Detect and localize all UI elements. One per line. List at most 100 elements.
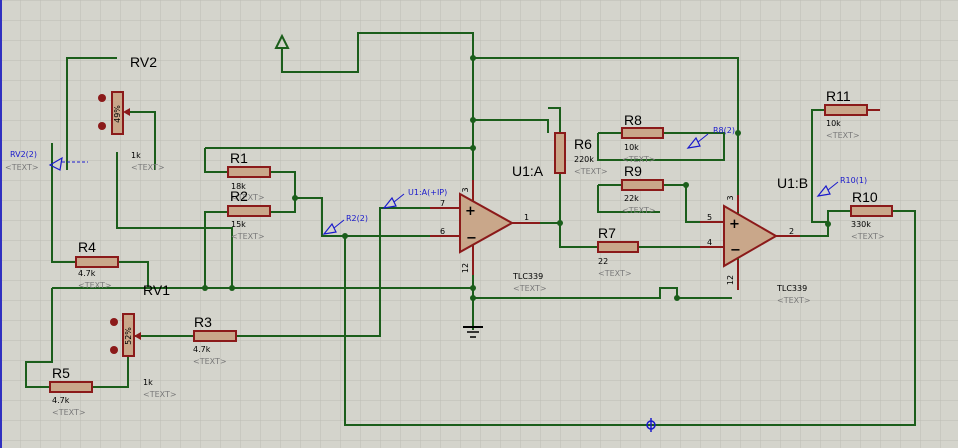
rv2-terminal (98, 94, 106, 102)
r6-value: 220k (574, 155, 594, 164)
probe-lead (697, 133, 709, 143)
rv2-terminal (98, 122, 106, 130)
r4-placeholder: <TEXT> (78, 281, 112, 290)
probe-arrow-icon (48, 156, 63, 171)
power-arrow-icon (274, 33, 290, 49)
voltage-probe-bottom[interactable] (646, 418, 656, 432)
r5-body (49, 381, 93, 393)
probe-r2[interactable]: R2(2) (322, 214, 368, 235)
opamp-u1a[interactable]: + − 7 6 1 3 12 U1:A TLC339 <TEXT> (430, 163, 547, 293)
probe-lead (333, 219, 345, 229)
r6-body (554, 132, 566, 174)
rv1-body (122, 313, 135, 357)
rv2-placeholder: <TEXT> (131, 163, 165, 172)
resistor-r8[interactable]: R8 10k <TEXT> (621, 112, 664, 164)
r1-value: 18k (231, 182, 246, 191)
resistor-r10[interactable]: R10 330k <TEXT> (850, 189, 893, 241)
r7-value: 22 (598, 257, 608, 266)
r11-body (824, 104, 868, 116)
r5-placeholder: <TEXT> (52, 408, 86, 417)
rv1-terminal (110, 346, 118, 354)
u1b-body (723, 204, 779, 268)
probe-r10-label: R10(1) (840, 176, 867, 185)
probe-r8-label: R8(2) (713, 126, 735, 135)
rv1-wiper-arrow-icon (134, 332, 141, 340)
junction-dot (735, 130, 741, 136)
wires (25, 32, 916, 426)
r10-placeholder: <TEXT> (851, 232, 885, 241)
probe-rv2-label: RV2(2) (10, 150, 37, 159)
junction-dot (674, 295, 680, 301)
resistor-r2[interactable]: R2 15k <TEXT> (227, 188, 271, 241)
r11-value: 10k (826, 119, 841, 128)
r1-body (227, 166, 271, 178)
r3-placeholder: <TEXT> (193, 357, 227, 366)
resistor-r6[interactable]: R6 220k <TEXT> (554, 132, 608, 176)
u1a-minus-sign: − (466, 231, 477, 246)
power-terminal[interactable] (274, 33, 290, 49)
probe-rv2[interactable]: RV2(2) <TEXT> (5, 150, 88, 172)
r8-placeholder: <TEXT> (622, 155, 656, 164)
resistor-r4[interactable]: R4 4.7k <TEXT> (75, 239, 119, 290)
ground-symbol[interactable] (463, 326, 483, 338)
junction-dot (470, 117, 476, 123)
potentiometer-rv2[interactable]: 49% RV2 1k <TEXT> (98, 54, 165, 172)
r9-body (621, 179, 664, 191)
u1a-pin-gnd: 12 (461, 263, 470, 273)
u1b-pin-out: 2 (789, 227, 794, 236)
rv2-wiper-percent: 49% (113, 105, 122, 123)
resistor-r5[interactable]: R5 4.7k <TEXT> (49, 365, 93, 417)
r5-value: 4.7k (52, 396, 70, 405)
u1a-pin-vcc: 3 (461, 187, 470, 192)
u1a-body (459, 192, 515, 254)
probe-r8[interactable]: R8(2) (686, 126, 735, 149)
r10-body (850, 205, 893, 217)
u1b-name: U1:B (777, 175, 808, 191)
rv1-terminal (110, 318, 118, 326)
r3-value: 4.7k (193, 345, 211, 354)
junction-dot (292, 195, 298, 201)
u1b-placeholder: <TEXT> (777, 296, 811, 305)
resistor-r7[interactable]: R7 22 <TEXT> (597, 225, 639, 278)
r8-value: 10k (624, 143, 639, 152)
r10-name: R10 (852, 189, 878, 205)
junction-dot (470, 145, 476, 151)
rv2-value: 1k (131, 151, 141, 160)
u1b-minus-sign: − (730, 243, 741, 258)
r8-body (621, 127, 664, 139)
probe-cross-icon (646, 420, 656, 430)
probe-u1a[interactable]: U1:A(+IP) (382, 188, 447, 209)
r2-body (227, 205, 271, 217)
u1b-pin-minus: 4 (707, 238, 712, 247)
potentiometer-rv1[interactable]: 52% RV1 1k <TEXT> (110, 282, 177, 399)
resistor-r1[interactable]: R1 18k <TEXT> (227, 150, 271, 202)
r6-placeholder: <TEXT> (574, 167, 608, 176)
r2-name: R2 (230, 188, 248, 204)
opamp-u1b[interactable]: + − 5 4 2 3 12 U1:B TLC339 <TEXT> (700, 175, 811, 305)
r3-name: R3 (194, 314, 212, 330)
u1a-pin-out: 1 (524, 213, 529, 222)
resistor-r9[interactable]: R9 22k <TEXT> (621, 163, 664, 215)
r2-placeholder: <TEXT> (231, 232, 265, 241)
rv1-wiper-percent: 52% (124, 327, 133, 345)
junction-dot (683, 182, 689, 188)
resistor-r11[interactable]: R11 10k <TEXT> (824, 88, 880, 140)
u1a-placeholder: <TEXT> (513, 284, 547, 293)
probe-r2-label: R2(2) (346, 214, 368, 223)
r2-value: 15k (231, 220, 246, 229)
probe-r10[interactable]: R10(1) (816, 176, 867, 197)
junction-dot (470, 295, 476, 301)
probe-rv2-placeholder: <TEXT> (5, 163, 39, 172)
junctions (202, 55, 831, 301)
u1b-part: TLC339 (776, 284, 807, 293)
r10-value: 330k (851, 220, 871, 229)
rv1-name: RV1 (143, 282, 170, 298)
rv2-name: RV2 (130, 54, 157, 70)
rv1-placeholder: <TEXT> (143, 390, 177, 399)
r4-value: 4.7k (78, 269, 96, 278)
r5-name: R5 (52, 365, 70, 381)
r1-name: R1 (230, 150, 248, 166)
rv1-value: 1k (143, 378, 153, 387)
resistor-r3[interactable]: R3 4.7k <TEXT> (193, 314, 237, 366)
